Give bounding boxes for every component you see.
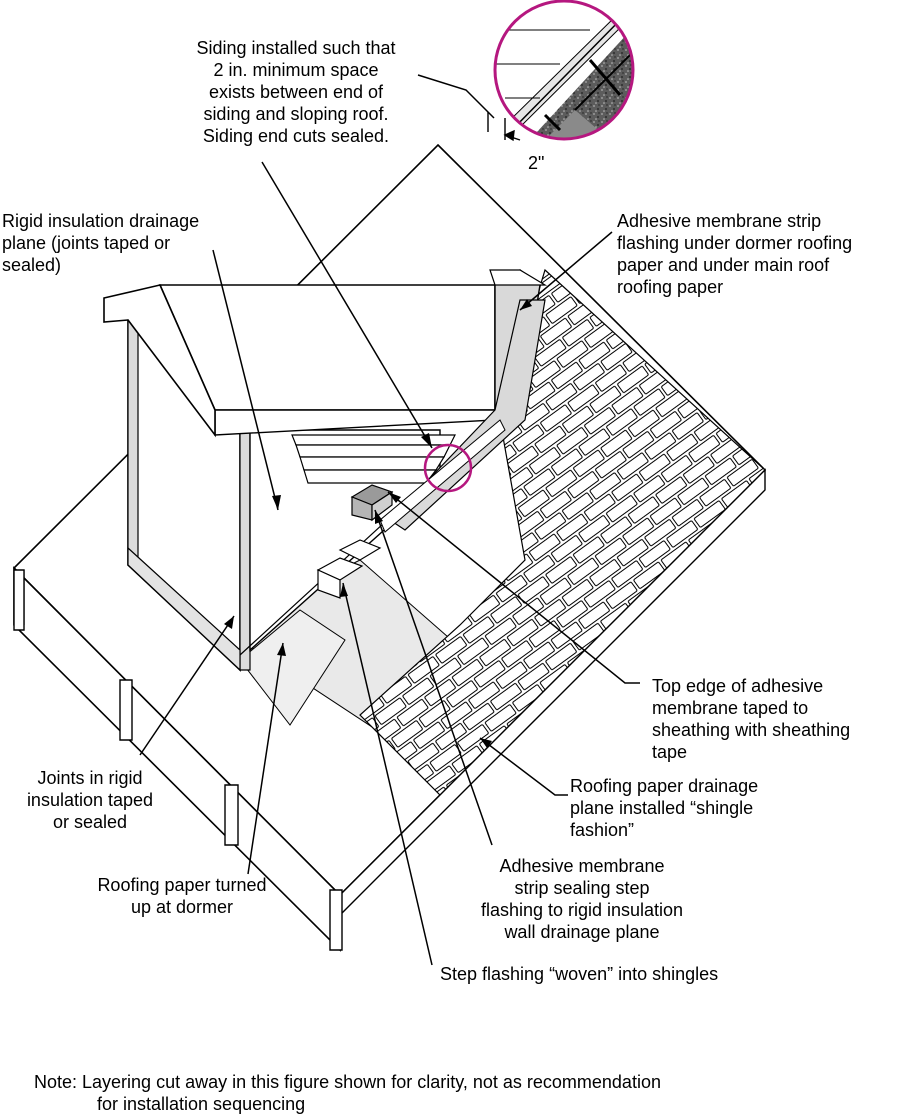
- note-line: Note: Layering cut away in this figure s…: [34, 1072, 661, 1092]
- label-line: strip sealing step: [514, 878, 650, 898]
- figure-note: Note: Layering cut away in this figure s…: [34, 1071, 661, 1115]
- detail-highlight-circle: [423, 443, 473, 493]
- label-dimension-2in: 2": [528, 152, 544, 174]
- label-line: Rigid insulation drainage: [2, 211, 200, 231]
- label-line: paper and under main roof: [617, 255, 830, 275]
- label-roofing-paper-plane: Roofing paper drainage plane installed “…: [570, 775, 758, 841]
- label-step-flashing: Step flashing “woven” into shingles: [440, 963, 718, 985]
- step-flashing: [316, 484, 394, 599]
- note-line: for installation sequencing: [97, 1094, 306, 1114]
- label-line: Roofing paper turned: [97, 875, 267, 895]
- dormer-siding-courses: [291, 434, 456, 484]
- label-line: siding and sloping roof.: [203, 104, 389, 124]
- label-adhesive-step: Adhesive membrane strip sealing step fla…: [462, 855, 702, 943]
- label-line: plane (joints taped or: [2, 233, 171, 253]
- label-line: flashing to rigid insulation: [480, 900, 684, 920]
- label-siding-clearance: Siding installed such that 2 in. minimum…: [176, 37, 416, 147]
- label-line: tape: [652, 742, 688, 762]
- rafter-tails: [13, 569, 343, 951]
- label-top-edge-membrane: Top edge of adhesive membrane taped to s…: [652, 675, 850, 763]
- label-line: Roofing paper drainage: [570, 776, 759, 796]
- dimension-marks: [487, 112, 521, 142]
- label-membrane-dormer: Adhesive membrane strip flashing under d…: [617, 210, 852, 298]
- leader-arrowheads: [224, 299, 532, 748]
- label-line: Top edge of adhesive: [652, 676, 824, 696]
- label-line: Adhesive membrane: [499, 856, 665, 876]
- label-line: Siding installed such that: [196, 38, 396, 58]
- label-line: exists between end of: [208, 82, 384, 102]
- label-line: plane installed “shingle: [570, 798, 754, 818]
- label-line: wall drainage plane: [504, 922, 660, 942]
- label-line: Step flashing “woven” into shingles: [440, 964, 719, 984]
- label-line: Adhesive membrane strip: [617, 211, 822, 231]
- label-line: Joints in rigid: [37, 768, 143, 788]
- label-roofing-paper-up: Roofing paper turned up at dormer: [72, 874, 292, 918]
- label-line: roofing paper: [617, 277, 724, 297]
- label-line: or sealed: [52, 812, 128, 832]
- label-line: Siding end cuts sealed.: [202, 126, 390, 146]
- label-line: 2 in. minimum space: [213, 60, 379, 80]
- dimension-value: 2": [528, 153, 545, 173]
- label-joints-rigid: Joints in rigid insulation taped or seal…: [10, 767, 170, 833]
- detail-inset: [493, 0, 635, 141]
- label-rigid-insulation: Rigid insulation drainage plane (joints …: [2, 210, 199, 276]
- leader-lines: [139, 74, 640, 966]
- label-line: insulation taped: [26, 790, 154, 810]
- label-line: up at dormer: [130, 897, 234, 917]
- label-line: membrane taped to: [652, 698, 809, 718]
- label-line: sheathing with sheathing: [652, 720, 851, 740]
- label-line: fashion”: [570, 820, 635, 840]
- label-line: sealed): [2, 255, 62, 275]
- label-line: flashing under dormer roofing: [617, 233, 853, 253]
